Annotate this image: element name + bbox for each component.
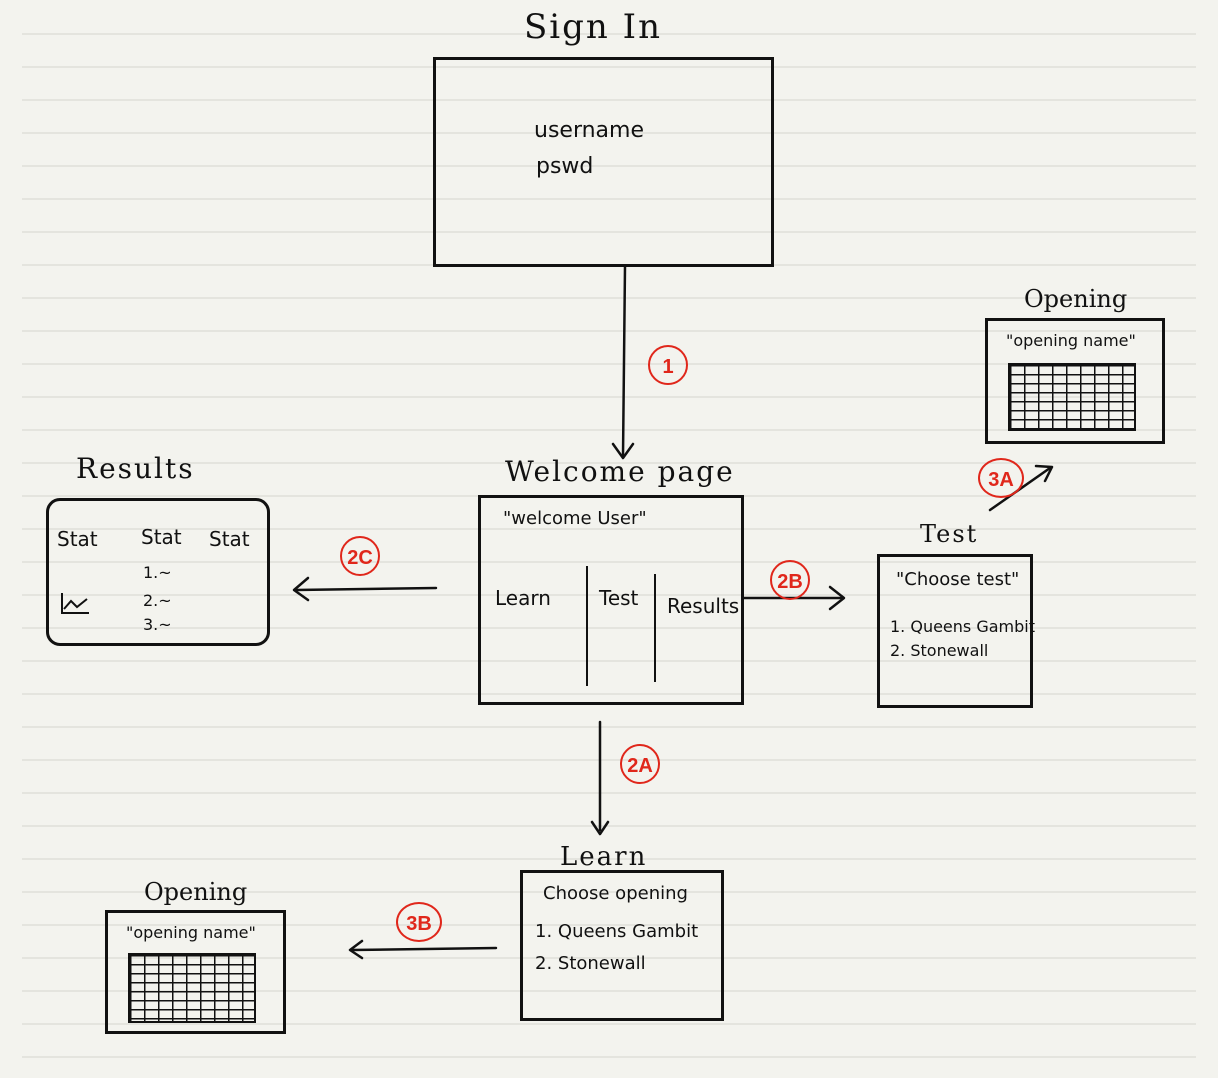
welcome-option-learn[interactable]: Learn <box>495 586 551 610</box>
welcome-option-results[interactable]: Results <box>667 594 740 618</box>
test-item-stonewall[interactable]: 2. Stonewall <box>890 641 989 660</box>
opening-b-title: Opening <box>144 878 248 906</box>
step-1-badge: 1 <box>648 345 688 385</box>
opening-b-name: "opening name" <box>126 923 256 942</box>
step-2b-badge: 2B <box>770 560 810 600</box>
divider <box>586 566 588 686</box>
arrow-signin-to-welcome <box>621 264 627 458</box>
opening-a-screen: "opening name" <box>985 318 1165 444</box>
welcome-screen: "welcome User" Learn Test Results <box>478 495 744 705</box>
welcome-option-test[interactable]: Test <box>599 586 639 610</box>
line-chart-icon <box>61 593 89 614</box>
arrow-welcome-to-results <box>294 586 438 592</box>
step-3b-badge: 3B <box>396 902 442 942</box>
arrowhead-left-2 <box>348 939 364 960</box>
step-2a-badge: 2A <box>620 744 660 784</box>
arrowhead-left <box>292 576 310 602</box>
arrowhead-diag <box>1034 464 1054 483</box>
test-screen: "Choose test" 1. Queens Gambit 2. Stonew… <box>877 554 1035 708</box>
learn-item-queens-gambit[interactable]: 1. Queens Gambit <box>535 921 699 942</box>
learn-screen: Choose opening 1. Queens Gambit 2. Stone… <box>520 870 724 1021</box>
opening-a-title: Opening <box>1024 285 1128 313</box>
results-screen: Stat Stat Stat 1.~ 2.~ 3.~ <box>46 498 270 646</box>
chessboard-icon <box>1008 363 1136 431</box>
signin-title: Sign In <box>524 7 662 47</box>
results-row: 1.~ <box>143 563 172 582</box>
learn-item-stonewall[interactable]: 2. Stonewall <box>535 953 646 974</box>
results-row: 3.~ <box>143 615 172 634</box>
signin-screen[interactable]: username pswd <box>433 57 774 267</box>
arrowhead-right <box>828 585 846 611</box>
learn-title: Learn <box>560 842 648 872</box>
opening-a-name: "opening name" <box>1006 331 1136 350</box>
learn-prompt: Choose opening <box>543 883 688 904</box>
welcome-title: Welcome page <box>505 455 735 488</box>
welcome-greeting: "welcome User" <box>503 508 647 529</box>
chessboard-icon <box>128 953 256 1023</box>
step-2c-badge: 2C <box>340 536 380 576</box>
results-header-stat: Stat <box>141 525 182 549</box>
arrow-learn-to-opening <box>350 946 498 952</box>
password-field[interactable]: pswd <box>536 154 594 179</box>
arrowhead-down <box>611 442 635 460</box>
results-header-stat: Stat <box>209 527 250 551</box>
username-field[interactable]: username <box>534 118 644 143</box>
arrowhead-down-2 <box>590 820 610 836</box>
results-header-stat: Stat <box>57 527 98 551</box>
divider <box>654 574 656 682</box>
test-prompt: "Choose test" <box>896 569 1020 590</box>
opening-b-screen: "opening name" <box>105 910 286 1034</box>
step-3a-badge: 3A <box>978 458 1024 498</box>
results-row: 2.~ <box>143 591 172 610</box>
results-title: Results <box>76 452 195 485</box>
test-item-queens-gambit[interactable]: 1. Queens Gambit <box>890 617 1035 636</box>
test-title: Test <box>920 520 979 548</box>
